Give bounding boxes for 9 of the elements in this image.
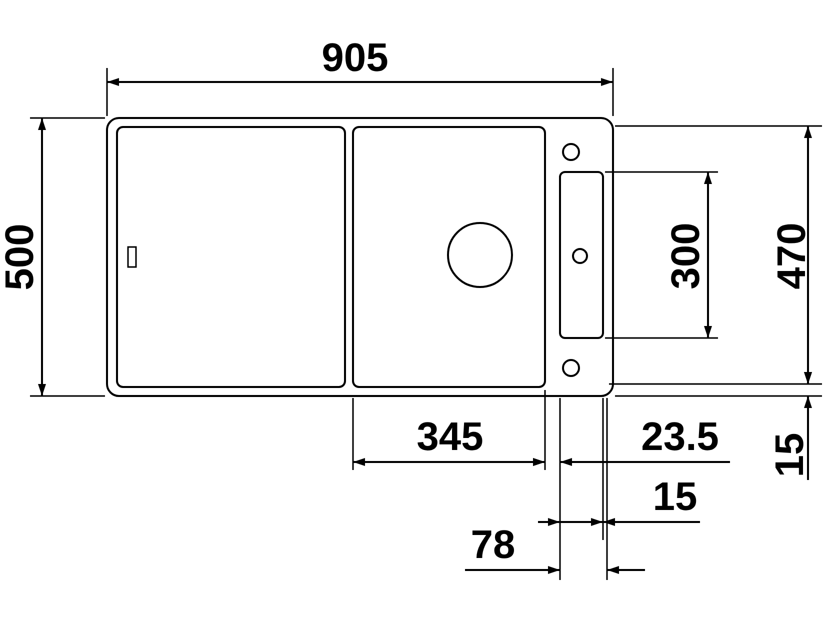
dimension-label: 78 bbox=[470, 525, 516, 565]
dimension-label: 15 bbox=[652, 477, 698, 517]
dimension-label: 905 bbox=[322, 38, 388, 78]
dimension-label: 500 bbox=[0, 224, 40, 290]
dimension-label: 300 bbox=[666, 222, 706, 290]
dimension-label: 345 bbox=[416, 417, 484, 457]
dimension-label: 15 bbox=[770, 432, 810, 478]
dimension-label: 470 bbox=[772, 222, 812, 290]
dimension-label: 23.5 bbox=[641, 417, 719, 457]
